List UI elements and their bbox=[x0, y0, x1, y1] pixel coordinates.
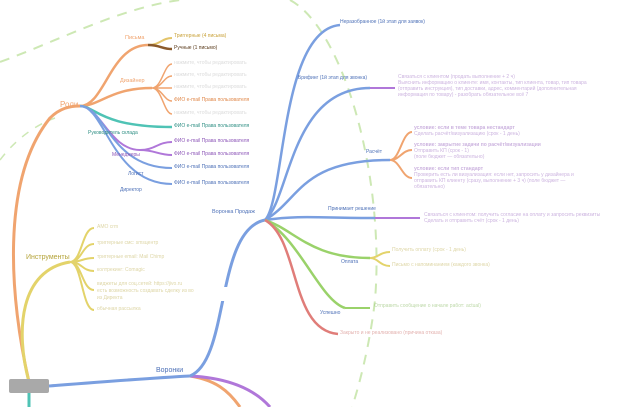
tools-item-2[interactable]: триггерные смс: smsцентр bbox=[97, 240, 159, 246]
letters-to-manual bbox=[147, 43, 173, 51]
stage-success[interactable]: Успешно bbox=[320, 310, 341, 316]
calc-note-6[interactable]: условие: если тип стандарт bbox=[414, 166, 484, 172]
decision-note-1[interactable]: Связаться с клиентом: получить согласие … bbox=[424, 212, 601, 218]
designer-title[interactable]: Дизайнер bbox=[120, 78, 145, 84]
payment-note-1[interactable]: Получить оплату (срок - 1 день) bbox=[392, 247, 466, 253]
logist-title[interactable]: Логист bbox=[128, 171, 144, 177]
roles-to-letters bbox=[79, 43, 149, 108]
calc-notes bbox=[389, 131, 413, 179]
dashed-ribbon-right bbox=[289, 0, 378, 407]
trunk-funnels-purple bbox=[189, 374, 272, 407]
calc-note-9[interactable]: обязательно) bbox=[414, 184, 445, 190]
designer-item-1[interactable]: нажмите, чтобы редактировать bbox=[174, 60, 247, 66]
stage-payment[interactable]: Оплата bbox=[341, 259, 359, 265]
managers-title[interactable]: Менеджеры bbox=[112, 152, 140, 158]
director-title[interactable]: Директор bbox=[120, 187, 142, 193]
managers-item-2[interactable]: ФИО e-mail Права пользователя bbox=[174, 151, 250, 157]
tools-item-8[interactable]: обычная рассылка bbox=[97, 306, 141, 312]
closed-note[interactable]: Закрыто и не реализовано (причина отказа… bbox=[340, 330, 443, 336]
stage-briefing[interactable]: Брифинг (1й этап для звонка) bbox=[298, 75, 368, 81]
stage-decision[interactable]: Принимает решение bbox=[328, 206, 376, 212]
payment-notes bbox=[369, 251, 391, 267]
briefing-note-line-2[interactable]: Выяснить информацию о клиенте: имя, конт… bbox=[398, 80, 587, 86]
designer-item-4[interactable]: ФИО e-mail Права пользователя bbox=[174, 97, 250, 103]
calc-note-4[interactable]: Отправить КП (срок - 1) bbox=[414, 148, 469, 154]
decision-note-2[interactable]: Сделать и отправить счёт (срок - 1 день) bbox=[424, 218, 519, 224]
tools-item-7[interactable]: из Директа bbox=[97, 295, 123, 301]
tools-item-5[interactable]: виджеты для соц.сетей: https://jivo.ru bbox=[97, 281, 183, 287]
stage-unsorted[interactable]: Неразобранное (1й этап для заявок) bbox=[340, 19, 425, 25]
logist-item[interactable]: ФИО e-mail Права пользователя bbox=[174, 164, 250, 170]
designer-items bbox=[151, 63, 173, 115]
briefing-note-line-1[interactable]: Связаться с клиентом (продать выполнение… bbox=[398, 74, 515, 80]
director-item[interactable]: ФИО e-mail Права пользователя bbox=[174, 180, 250, 186]
tools-item-6[interactable]: есть возможность создавать сделку из во bbox=[97, 288, 194, 294]
sales-funnel-title[interactable]: Воронка Продаж bbox=[212, 209, 255, 215]
warehouse-head-item[interactable]: ФИО e-mail Права пользователя bbox=[174, 123, 250, 129]
sales-to-success bbox=[264, 218, 346, 310]
funnels-title[interactable]: Воронки bbox=[156, 367, 184, 374]
sales-to-calc bbox=[264, 158, 391, 222]
sales-to-briefing bbox=[264, 86, 371, 221]
briefing-note-line-3[interactable]: (отправить инструкция), тип доставки, ад… bbox=[398, 86, 577, 92]
designer-item-2[interactable]: нажмите, чтобы редактировать bbox=[174, 72, 247, 78]
calc-note-3[interactable]: условие: закрытие задачи по расчёт/визуа… bbox=[414, 142, 541, 148]
calc-note-5[interactable]: (поле бюджет — обязательно) bbox=[414, 154, 485, 160]
trunk-funnels-orange bbox=[189, 374, 242, 407]
roles-to-warehouse bbox=[79, 104, 173, 129]
calc-note-2[interactable]: Сделать расчёт/визуализацию (срок - 1 де… bbox=[414, 131, 520, 137]
roles-to-managers bbox=[79, 105, 141, 151]
tools-items bbox=[69, 227, 95, 311]
tools-item-4[interactable]: колтрекинг: Comagic bbox=[97, 267, 145, 273]
root-node[interactable] bbox=[9, 379, 49, 393]
roles-title[interactable]: Роли bbox=[60, 100, 79, 109]
warehouse-head-title[interactable]: Руководитель склада bbox=[88, 130, 138, 136]
tools-item-3[interactable]: триггерные email: Mail Chimp bbox=[97, 254, 165, 260]
calc-note-8[interactable]: отправить КП клиенту (сразу, выполнение … bbox=[414, 178, 566, 184]
sales-to-payment bbox=[264, 218, 371, 260]
trunk-tools bbox=[20, 260, 71, 383]
stage-calc[interactable]: Расчёт bbox=[366, 149, 383, 155]
payment-note-2[interactable]: Письмо с напоминанием (каждого звонка) bbox=[392, 262, 490, 268]
letters-item-manual[interactable]: Ручные (1 письмо) bbox=[174, 45, 218, 51]
roles-to-director bbox=[79, 105, 173, 185]
blank-overlay bbox=[218, 287, 250, 301]
success-note[interactable]: Отправить сообщение о начале работ: actu… bbox=[374, 303, 481, 309]
trunk-funnels bbox=[48, 374, 191, 388]
letters-item-trigger[interactable]: Триггерные (4 письма) bbox=[174, 33, 227, 39]
trunk-roles bbox=[11, 104, 81, 383]
sales-to-decision bbox=[264, 215, 376, 222]
sales-to-unsorted bbox=[264, 23, 341, 221]
managers-item-1[interactable]: ФИО e-mail Права пользователя bbox=[174, 138, 250, 144]
designer-item-5[interactable]: нажмите, чтобы редактировать bbox=[174, 110, 247, 116]
letters-title[interactable]: Письма bbox=[125, 35, 145, 41]
calc-note-7[interactable]: Проверить есть ли визуализация: если нет… bbox=[414, 172, 574, 178]
sales-to-closed bbox=[264, 218, 339, 336]
managers-items bbox=[139, 141, 173, 156]
calc-note-1[interactable]: условие: если в теме товара нестандарт bbox=[414, 125, 515, 131]
dashed-ribbon-top bbox=[0, 0, 181, 63]
tools-title[interactable]: Инструменты bbox=[26, 254, 70, 261]
tools-item-1[interactable]: AMO crm bbox=[97, 224, 119, 230]
designer-item-3[interactable]: нажмите, чтобы редактировать bbox=[174, 84, 247, 90]
roles-to-designer bbox=[79, 86, 153, 108]
briefing-note-line-4[interactable]: информация по товару) - разобрать обязат… bbox=[398, 92, 529, 98]
